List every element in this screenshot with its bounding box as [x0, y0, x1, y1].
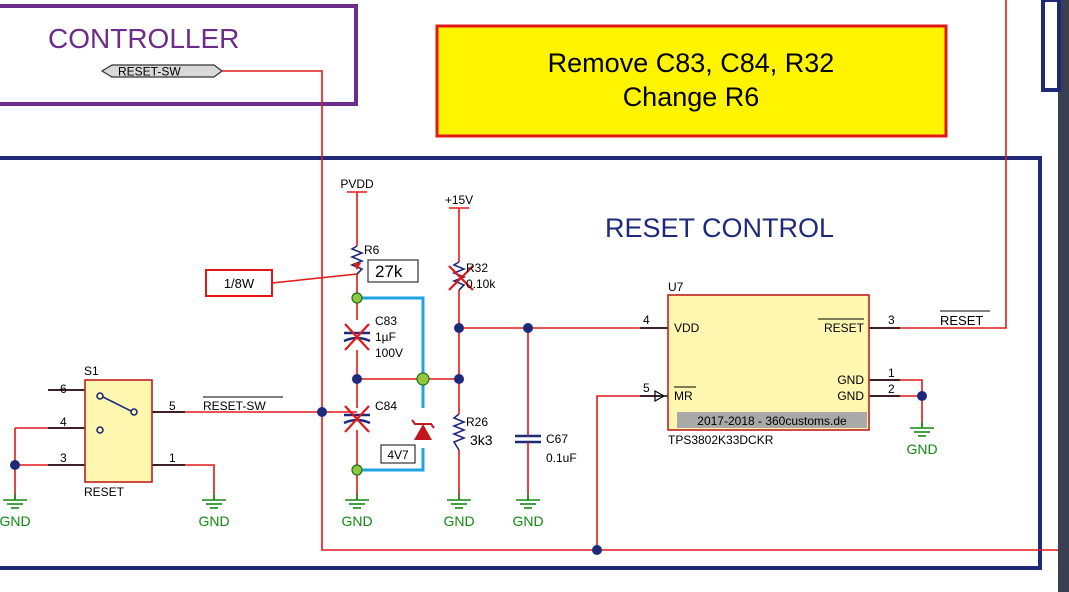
r6-ref: R6: [364, 243, 380, 257]
ground-symbol: GND: [512, 494, 544, 529]
c83-voltage: 100V: [375, 346, 403, 360]
junction-dot: [917, 391, 927, 401]
net-reset: RESET: [940, 313, 983, 328]
plus15v-symbol: +15V: [445, 193, 473, 209]
s1-ref: S1: [84, 364, 99, 378]
u7-watermark: 2017-2018 - 360customs.de: [697, 414, 847, 428]
junction-dot: [523, 323, 533, 333]
pin-bubble: [416, 372, 430, 386]
plus15v-label: +15V: [445, 193, 473, 207]
c84-ref: C84: [375, 399, 397, 413]
u7-pin-2: 2: [888, 382, 895, 396]
ground-symbol: GND: [906, 422, 938, 457]
resistor-r26: R26 3k3: [451, 413, 493, 451]
r32-value: 0.10k: [466, 277, 496, 291]
zener-diode: 4V7: [380, 419, 435, 464]
capacitor-c84: C84: [343, 399, 397, 433]
controller-port-label: RESET-SW: [118, 65, 181, 79]
ground-symbol: GND: [443, 494, 475, 529]
controller-title: CONTROLLER: [48, 23, 239, 54]
u7-pin-1: 1: [888, 366, 895, 380]
c83-ref: C83: [375, 314, 397, 328]
capacitor-c67: C67 0.1uF: [515, 428, 577, 465]
junction-dot: [592, 545, 602, 555]
s1-pin-5: 5: [169, 399, 176, 413]
gnd-label: GND: [341, 513, 372, 529]
ground-symbol: GND: [0, 494, 31, 529]
window-edge: [1058, 0, 1069, 592]
net-reset-sw: RESET-SW: [203, 399, 266, 413]
wattage-box: [205, 269, 273, 297]
gnd-label: GND: [906, 441, 937, 457]
reset-control-title: RESET CONTROL: [605, 213, 834, 243]
gnd-label: GND: [443, 513, 474, 529]
controller-box: [0, 4, 358, 106]
offpage-frame: [1041, 0, 1061, 92]
gnd-label: GND: [198, 513, 229, 529]
s1-pin-6: 6: [60, 382, 67, 396]
pvdd-symbol: PVDD: [340, 177, 374, 193]
junction-dot: [10, 460, 20, 470]
mr-pin-arrow: [654, 389, 666, 403]
resistor-r32: R32 0.10k: [448, 261, 496, 291]
resistor-r6: R6 27k: [349, 243, 419, 283]
ground-symbol: GND: [198, 494, 230, 529]
s1-name: RESET: [84, 485, 125, 499]
note-line-1: Remove C83, C84, R32: [548, 48, 835, 78]
note-box: [435, 24, 948, 138]
s1-pin-1: 1: [169, 451, 176, 465]
s1-pin-3: 3: [60, 451, 67, 465]
ic-u7: U7 VDD MR RESET GND GND 2017-2018 - 360c…: [643, 280, 895, 447]
pin-bubbles: [351, 292, 430, 476]
s1-pin-4: 4: [60, 415, 67, 429]
u7-gnd-2: GND: [837, 389, 864, 403]
c67-value: 0.1uF: [546, 451, 577, 465]
ground-symbols: GND GND GND GND GND GND: [0, 422, 938, 529]
u7-part: TPS3802K33DCKR: [668, 433, 774, 447]
controller-port: RESET-SW: [100, 64, 223, 79]
u7-gnd-1: GND: [837, 373, 864, 387]
r26-ref: R26: [466, 415, 488, 429]
capacitor-c83: C83 1µF 100V: [343, 314, 403, 360]
junction-dot: [454, 374, 464, 384]
c67-ref: C67: [546, 432, 568, 446]
r26-value: 3k3: [470, 432, 493, 448]
ground-symbol: GND: [341, 494, 373, 529]
zener-value: 4V7: [387, 448, 409, 462]
r6-value: 27k: [375, 262, 403, 281]
gnd-label: GND: [512, 513, 543, 529]
junction-dot: [352, 374, 362, 384]
u7-ref: U7: [668, 280, 684, 294]
u7-vdd: VDD: [674, 321, 700, 335]
u7-pin-5: 5: [643, 381, 650, 395]
pvdd-label: PVDD: [340, 177, 374, 191]
wattage-label: 1/8W: [224, 276, 255, 291]
junction-dot: [454, 323, 464, 333]
pin-bubble: [351, 292, 363, 304]
reset-control-frame: [0, 156, 1042, 570]
r32-ref: R32: [466, 261, 488, 275]
junctions: [10, 323, 927, 555]
gnd-label: GND: [0, 513, 31, 529]
junction-dot: [317, 407, 327, 417]
note-line-2: Change R6: [623, 82, 760, 112]
u7-reset: RESET: [824, 321, 865, 335]
pin-bubble: [351, 464, 363, 476]
u7-pin-4: 4: [643, 313, 650, 327]
u7-mr: MR: [674, 389, 693, 403]
switch-s1: S1 RESET 6 4 3 5 1: [60, 364, 176, 499]
c83-value: 1µF: [375, 330, 396, 344]
u7-pin-3: 3: [888, 313, 895, 327]
